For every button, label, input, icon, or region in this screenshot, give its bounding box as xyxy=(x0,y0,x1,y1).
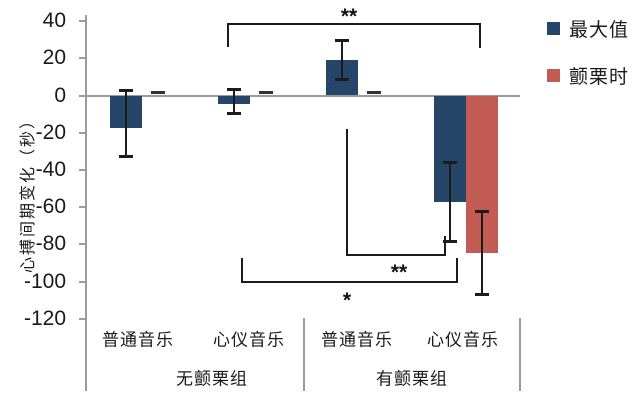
y-tick-label: -20 xyxy=(35,120,66,144)
legend-label-shiver: 颤栗时 xyxy=(569,67,630,88)
error-bar-shiver-3-line xyxy=(481,210,483,295)
y-tick-label: 40 xyxy=(42,9,66,33)
significance-bracket-1 xyxy=(444,236,446,255)
significance-bracket-1 xyxy=(346,129,348,255)
category-label-3: 心仪音乐 xyxy=(427,330,499,350)
error-bar-shiver-3-cap-top xyxy=(475,209,489,213)
legend-item-max: 最大值 xyxy=(547,15,629,42)
error-bar-max-1-cap-bottom xyxy=(227,112,241,116)
error-bar-max-3-line xyxy=(449,162,451,243)
error-bar-max-3-cap-bottom xyxy=(443,240,457,244)
significance-label-2: * xyxy=(342,289,352,312)
y-axis-tick xyxy=(79,243,86,246)
significance-bracket-1 xyxy=(346,254,446,256)
legend-swatch-shiver xyxy=(547,69,560,82)
y-tick-label: -40 xyxy=(35,157,66,181)
y-axis-tick xyxy=(79,94,86,97)
y-axis-tick xyxy=(79,20,86,23)
error-bar-max-2-cap-top xyxy=(335,38,349,42)
y-tick-label: -80 xyxy=(35,232,66,256)
zero-line xyxy=(86,94,520,97)
y-axis-tick xyxy=(79,206,86,209)
significance-bracket-0 xyxy=(227,24,229,47)
y-axis-tick xyxy=(79,280,86,283)
legend-item-shiver: 颤栗时 xyxy=(547,62,629,89)
error-bar-max-2-cap-bottom xyxy=(335,77,349,81)
y-axis-line xyxy=(85,15,87,391)
group-label-0: 无颤栗组 xyxy=(176,369,248,389)
category-label-2: 普通音乐 xyxy=(321,330,393,350)
significance-bracket-2 xyxy=(456,258,458,282)
significance-bracket-2 xyxy=(241,258,243,282)
bar-shiver-nearzero-0 xyxy=(151,91,165,94)
significance-label-1: ** xyxy=(390,261,408,284)
legend-label-max: 最大值 xyxy=(569,20,630,41)
error-bar-max-1-cap-top xyxy=(227,87,241,91)
y-tick-label: -100 xyxy=(23,269,66,293)
bar-shiver-nearzero-2 xyxy=(367,91,381,94)
y-axis-tick xyxy=(79,317,86,320)
y-axis-tick xyxy=(79,57,86,60)
error-bar-max-0-cap-bottom xyxy=(119,154,133,158)
error-bar-max-0-line xyxy=(125,89,127,157)
category-divider xyxy=(303,318,305,391)
error-bar-shiver-3-cap-bottom xyxy=(475,292,489,296)
error-bar-max-1-line xyxy=(233,88,235,115)
bar-shiver-nearzero-1 xyxy=(259,91,273,94)
category-label-1: 心仪音乐 xyxy=(213,330,285,350)
significance-bracket-2 xyxy=(241,281,458,283)
significance-bracket-0 xyxy=(227,23,481,25)
group-label-1: 有颤栗组 xyxy=(376,369,448,389)
y-tick-label: 20 xyxy=(42,46,66,70)
category-divider xyxy=(519,318,521,391)
error-bar-max-3-cap-top xyxy=(443,161,457,165)
category-label-0: 普通音乐 xyxy=(102,330,174,350)
significance-bracket-0 xyxy=(479,24,481,48)
significance-label-0: ** xyxy=(340,5,358,28)
y-tick-label: -120 xyxy=(23,306,66,330)
y-tick-label: 0 xyxy=(54,83,66,107)
y-tick-label: -60 xyxy=(35,195,66,219)
y-axis-tick xyxy=(79,131,86,134)
error-bar-max-0-cap-top xyxy=(119,88,133,92)
y-axis-tick xyxy=(79,168,86,171)
error-bar-max-2-line xyxy=(341,39,343,80)
legend-swatch-max xyxy=(547,22,560,35)
